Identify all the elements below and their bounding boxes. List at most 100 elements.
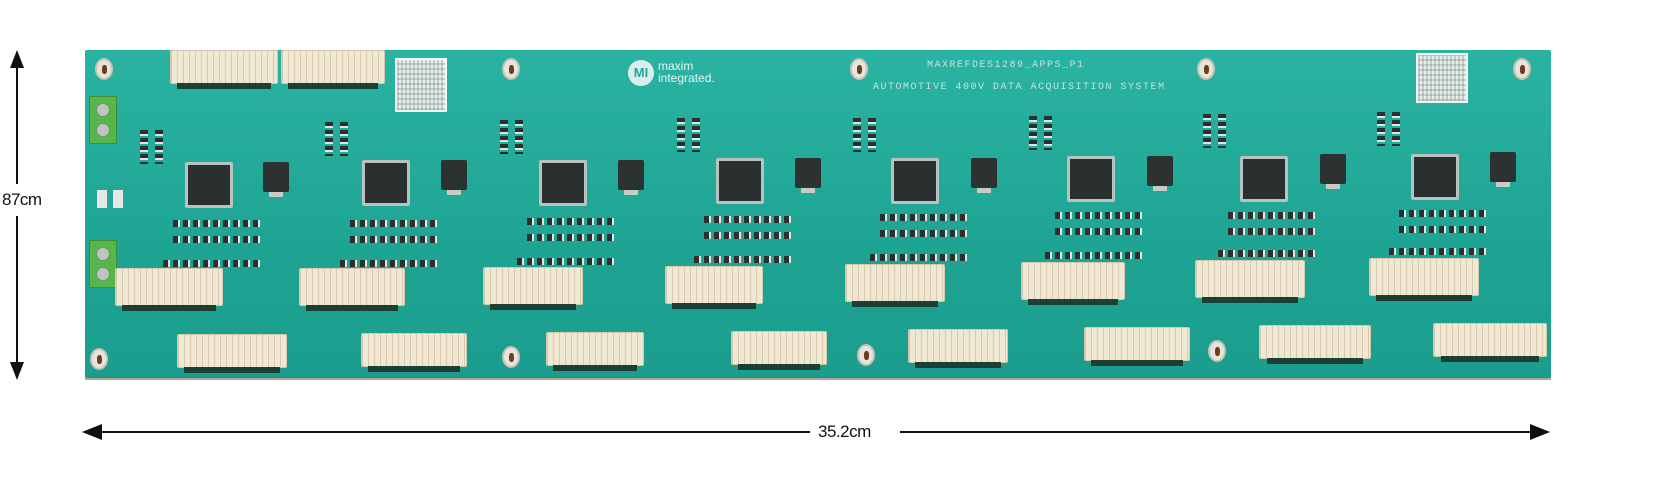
terminal-block-bottom bbox=[89, 240, 117, 288]
upper-connector-3 bbox=[483, 267, 583, 310]
mounting-hole bbox=[857, 344, 875, 366]
channel-4-power-device bbox=[795, 158, 821, 193]
mounting-hole bbox=[502, 58, 520, 80]
lower-connector-3 bbox=[546, 332, 644, 371]
resistor-array bbox=[1203, 114, 1211, 148]
lower-connector-8 bbox=[1433, 323, 1547, 362]
channel-1-ic bbox=[185, 162, 233, 208]
upper-connector-4 bbox=[665, 266, 763, 309]
mounting-hole bbox=[95, 58, 113, 80]
resistor-row bbox=[1228, 212, 1318, 219]
channel-7-ic bbox=[1240, 156, 1288, 202]
resistor-array bbox=[868, 118, 876, 152]
title-silkscreen: AUTOMOTIVE 400V DATA ACQUISITION SYSTEM bbox=[873, 82, 1166, 93]
resistor-row bbox=[517, 258, 617, 265]
upper-connector-1 bbox=[115, 268, 223, 311]
resistor-array bbox=[853, 118, 861, 152]
part-number-silkscreen: MAXREFDES1289_APPS_P1 bbox=[927, 60, 1085, 71]
smd-pad bbox=[97, 190, 107, 208]
channel-4-ic bbox=[716, 158, 764, 204]
resistor-row bbox=[1218, 250, 1318, 257]
upper-connector-2 bbox=[299, 268, 405, 311]
resistor-array bbox=[1044, 116, 1052, 150]
resistor-array bbox=[155, 130, 163, 164]
channel-3-ic bbox=[539, 160, 587, 206]
resistor-row bbox=[1055, 228, 1145, 235]
resistor-array bbox=[1029, 116, 1037, 150]
logo-text-line2: integrated. bbox=[658, 71, 715, 85]
terminal-block-top bbox=[89, 96, 117, 144]
channel-8-power-device bbox=[1490, 152, 1516, 187]
resistor-row bbox=[1399, 226, 1489, 233]
top-connector bbox=[281, 50, 385, 89]
channel-2-power-device bbox=[441, 160, 467, 195]
resistor-row bbox=[704, 216, 794, 223]
lower-connector-4 bbox=[731, 331, 827, 370]
upper-connector-7 bbox=[1195, 260, 1305, 303]
resistor-array bbox=[325, 122, 333, 156]
upper-connector-6 bbox=[1021, 262, 1125, 305]
channel-3-power-device bbox=[618, 160, 644, 195]
width-dimension-label: 35.2cm bbox=[816, 422, 873, 442]
lower-connector-6 bbox=[1084, 327, 1190, 366]
resistor-array bbox=[1392, 112, 1400, 146]
width-arrow-left-icon bbox=[82, 424, 102, 440]
channel-6-ic bbox=[1067, 156, 1115, 202]
width-dimension-line-left bbox=[100, 431, 810, 433]
channel-5-ic bbox=[891, 158, 939, 204]
mounting-hole bbox=[1208, 340, 1226, 362]
channel-7-power-device bbox=[1320, 154, 1346, 189]
resistor-row bbox=[1055, 212, 1145, 219]
channel-8-ic bbox=[1411, 154, 1459, 200]
maxim-logo-icon: MI bbox=[628, 60, 654, 86]
channel-5-power-device bbox=[971, 158, 997, 193]
resistor-array bbox=[1218, 114, 1226, 148]
resistor-array bbox=[140, 130, 148, 164]
qr-code-right bbox=[1416, 53, 1468, 103]
width-arrow-right-icon bbox=[1530, 424, 1550, 440]
lower-connector-2 bbox=[361, 333, 467, 372]
resistor-row bbox=[350, 236, 440, 243]
height-dimension-line-top bbox=[16, 66, 18, 184]
channel-1-power-device bbox=[263, 162, 289, 197]
resistor-row bbox=[1399, 210, 1489, 217]
resistor-array bbox=[677, 118, 685, 152]
height-arrow-up-icon bbox=[10, 50, 24, 68]
resistor-row bbox=[163, 260, 263, 267]
width-dimension-line-right bbox=[900, 431, 1532, 433]
resistor-row bbox=[1389, 248, 1489, 255]
resistor-row bbox=[350, 220, 440, 227]
resistor-array bbox=[500, 120, 508, 154]
mounting-hole bbox=[1197, 58, 1215, 80]
resistor-row bbox=[880, 230, 970, 237]
resistor-row bbox=[173, 236, 263, 243]
top-connector bbox=[170, 50, 278, 89]
height-dimension-line-bottom bbox=[16, 216, 18, 364]
qr-code-left bbox=[395, 58, 447, 112]
lower-connector-5 bbox=[908, 329, 1008, 368]
resistor-row bbox=[694, 256, 794, 263]
logo-text-line1: maxim bbox=[658, 59, 694, 73]
resistor-row bbox=[704, 232, 794, 239]
resistor-array bbox=[692, 118, 700, 152]
upper-connector-5 bbox=[845, 264, 945, 307]
resistor-array bbox=[515, 120, 523, 154]
mounting-hole bbox=[502, 346, 520, 368]
resistor-array bbox=[340, 122, 348, 156]
channel-6-power-device bbox=[1147, 156, 1173, 191]
mounting-hole bbox=[1513, 58, 1531, 80]
pcb-board: MI maxim integrated. MAXREFDES1289_APPS_… bbox=[85, 50, 1551, 378]
channel-2-ic bbox=[362, 160, 410, 206]
lower-connector-1 bbox=[177, 334, 287, 373]
resistor-row bbox=[527, 234, 617, 241]
resistor-row bbox=[870, 254, 970, 261]
height-dimension-label: 87cm bbox=[0, 190, 44, 210]
mounting-hole bbox=[90, 348, 108, 370]
lower-connector-7 bbox=[1259, 325, 1371, 364]
mounting-hole bbox=[850, 58, 868, 80]
smd-pad bbox=[113, 190, 123, 208]
height-arrow-down-icon bbox=[10, 362, 24, 380]
resistor-row bbox=[1228, 228, 1318, 235]
resistor-row bbox=[880, 214, 970, 221]
resistor-row bbox=[1045, 252, 1145, 259]
